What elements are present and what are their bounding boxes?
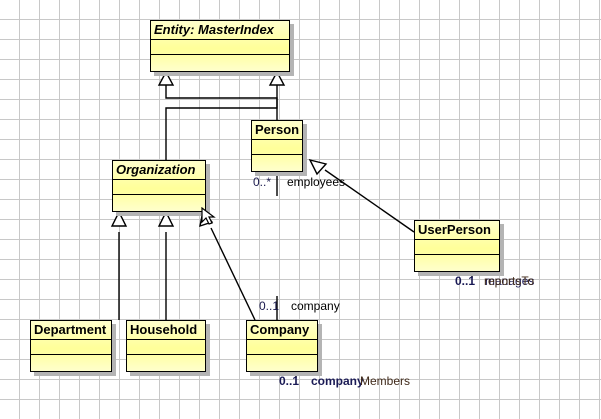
- mouse-cursor-icon: [201, 207, 216, 225]
- class-attributes-company: [247, 340, 317, 355]
- class-attributes-masterindex: [151, 40, 289, 55]
- class-attributes-organization: [113, 180, 205, 195]
- class-attributes-department: [31, 340, 111, 355]
- label-company-role[interactable]: company: [291, 299, 340, 313]
- generalization-userperson-to-person: [308, 158, 415, 233]
- generalization-company-to-organization: [199, 209, 256, 321]
- class-attributes-userperson: [415, 240, 499, 255]
- class-operations-company: [247, 355, 317, 370]
- class-box-masterindex[interactable]: Entity: MasterIndex: [150, 20, 290, 72]
- class-operations-household: [127, 355, 205, 370]
- generalization-household-to-organization: [157, 210, 175, 320]
- label-manages-multiplicity[interactable]: 0..1: [455, 274, 476, 288]
- label-companymembers-role-suffix[interactable]: Members: [360, 374, 411, 388]
- class-name-department: Department: [31, 321, 111, 340]
- class-operations-masterindex: [151, 55, 289, 70]
- class-name-household: Household: [127, 321, 205, 340]
- class-name-userperson: UserPerson: [415, 221, 499, 240]
- class-attributes-person: [252, 140, 302, 155]
- label-employees-multiplicity[interactable]: 0..*: [253, 175, 272, 189]
- generalization-organization-to-masterindex: [165, 70, 286, 160]
- label-companymembers-role[interactable]: company: [311, 374, 364, 388]
- class-name-organization: Organization: [113, 161, 205, 180]
- label-employees-role[interactable]: employees: [287, 175, 346, 189]
- class-box-company[interactable]: Company: [246, 320, 318, 372]
- class-name-company: Company: [247, 321, 317, 340]
- label-companymembers-multiplicity[interactable]: 0..1: [279, 374, 300, 388]
- class-operations-person: [252, 155, 302, 170]
- label-reportsto-role[interactable]: reportsTo: [484, 274, 535, 288]
- generalization-department-to-organization: [110, 210, 128, 320]
- class-operations-userperson: [415, 255, 499, 270]
- class-name-masterindex: Entity: MasterIndex: [151, 21, 289, 40]
- class-box-organization[interactable]: Organization: [112, 160, 206, 212]
- class-operations-organization: [113, 195, 205, 210]
- class-box-department[interactable]: Department: [30, 320, 112, 372]
- class-name-person: Person: [252, 121, 302, 140]
- class-box-userperson[interactable]: UserPerson: [414, 220, 500, 272]
- class-box-person[interactable]: Person: [251, 120, 303, 172]
- label-manages-role[interactable]: manages: [485, 274, 535, 288]
- class-operations-department: [31, 355, 111, 370]
- label-company-multiplicity[interactable]: 0..1: [259, 299, 280, 313]
- class-box-household[interactable]: Household: [126, 320, 206, 372]
- generalization-person-to-masterindex: [157, 70, 278, 120]
- class-attributes-household: [127, 340, 205, 355]
